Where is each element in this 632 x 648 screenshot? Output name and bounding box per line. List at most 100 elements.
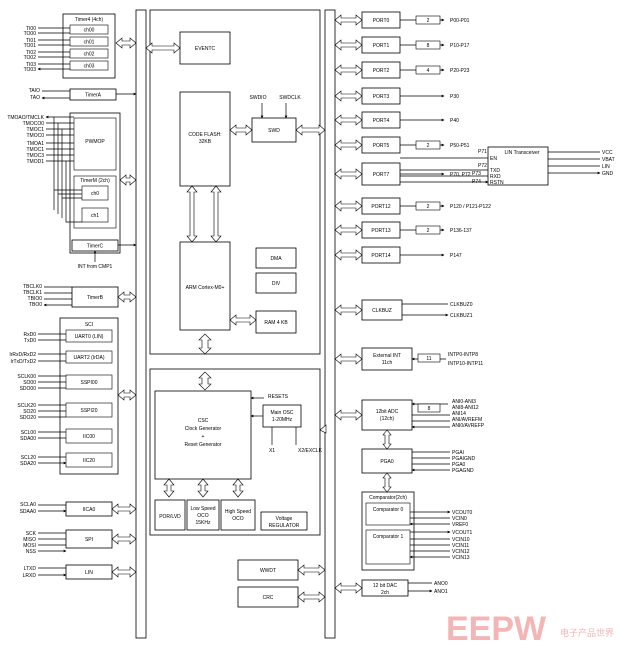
pin-vcin13: VCIN13 (452, 555, 470, 561)
port-pins: P147 (450, 253, 462, 259)
pin-vcin11: VCIN11 (452, 543, 469, 549)
pin-vcin10: VCIN10 (452, 537, 470, 543)
pin-tmoc1-b: TMOC1 (27, 147, 45, 153)
port-count: 2 (427, 143, 430, 149)
core-frame (149, 9, 321, 355)
p72-label: P72 (478, 163, 487, 169)
port-label: PORT4 (373, 118, 390, 124)
div-block (255, 272, 297, 294)
port-bus-arrow (334, 168, 363, 180)
port-count-box (415, 15, 441, 25)
spi-block: SPI SCK MISO MOSI NSS (23, 529, 137, 555)
pin-taio: TAIO (29, 88, 40, 94)
porlvd-block (154, 499, 186, 531)
iica0-block: IICA0 SCLA0 SDAA0 (20, 501, 137, 517)
pin-ani14: ANI14 (452, 411, 466, 417)
swd-label: SWD (268, 128, 280, 134)
timerb-block: TimerB TBCLK0 TBCLK1 TBIO0 TBO0 (23, 284, 137, 308)
watermark-cn: 电子产品世界 (560, 627, 614, 638)
timer4-ch02: ch02 (84, 52, 95, 58)
pin-sdaa0: SDAA0 (20, 509, 37, 515)
cpu-label: ARM Cortex-M0+ (186, 285, 225, 291)
vreg-block (260, 511, 308, 531)
lin-label: LIN (85, 570, 93, 576)
timer4-block: Timer4 (4ch) ch00 ch01 ch02 ch03 TI00 TO… (24, 13, 116, 79)
pin-to01: TO01 (24, 43, 37, 49)
pin-sda20: SDA20 (20, 461, 36, 467)
extint-ch: 11ch (382, 360, 393, 366)
csc-reset: Reset Generator (185, 442, 222, 448)
sci-uart0: UART0 (LIN) (75, 334, 104, 340)
pin-tbclk0: TBCLK0 (23, 284, 42, 290)
csc-label: CSC (198, 418, 209, 424)
port-label: PORT7 (373, 172, 390, 178)
pin-intp0-8: INTP0-INTP8 (448, 352, 478, 358)
pin-sclk00: SCLK00 (17, 374, 36, 380)
pin-avrefm: ANI/AVREFM (452, 417, 482, 423)
pin-tao: TAO (30, 95, 40, 101)
port-pins: P136-137 (450, 228, 472, 234)
pin-x1: X1 (269, 448, 275, 454)
pin-txd2: IrTxD/TxD2 (10, 359, 36, 365)
port-bus-arrow (334, 39, 363, 51)
sci-sspi20: SSPI20 (81, 408, 98, 414)
adc-ch: (12ch) (380, 416, 395, 422)
eventc-block (179, 31, 231, 65)
high-oco-block (220, 499, 256, 531)
timer4-title: Timer4 (4ch) (75, 17, 103, 23)
lin-transceiver-block: LIN Transceiver EN TXD RXD RSTN VCC VBAT… (400, 146, 615, 186)
pin-pgai: PGAI (452, 450, 464, 456)
port-label: PORT14 (371, 253, 391, 259)
pin-to02: TO02 (24, 55, 37, 61)
timerb-title: TimerB (87, 295, 104, 301)
pin-clkbuz1: CLKBUZ1 (450, 313, 473, 319)
pin-sda00: SDA00 (20, 436, 36, 442)
lin-in-en: EN (490, 156, 497, 162)
left-bus (135, 9, 147, 639)
timerc-title: TimerC (87, 244, 104, 250)
right-bus (324, 9, 336, 639)
port-bus-arrow (334, 90, 363, 102)
timer4-bus-arrow (115, 37, 137, 49)
ram-label: RAM 4 KB (264, 320, 288, 326)
dma-block (255, 247, 297, 269)
sci-title: SCI (85, 322, 93, 328)
pga-block: PGA0 PGAI PGAIGND PGA0 PGAGND (361, 429, 475, 474)
sci-sspi00: SSPI00 (81, 380, 98, 386)
code-flash-block (179, 91, 231, 187)
port-bus-arrow (334, 64, 363, 76)
port-label: PORT0 (373, 18, 390, 24)
clkbuz-label: CLKBUZ (372, 308, 392, 314)
pin-avrefp: ANI0/AVREFP (452, 423, 485, 429)
port-pins: P30 (450, 94, 459, 100)
pin-nss: NSS (26, 549, 37, 555)
pin-pga0: PGA0 (452, 462, 466, 468)
port-label: PORT1 (373, 43, 390, 49)
pin-swdio: SWDIO (250, 95, 267, 101)
pin-so00: SO00 (23, 380, 36, 386)
port-label: PORT13 (371, 228, 391, 234)
pin-pgaignd: PGAIGND (452, 456, 475, 462)
pin-tbio0: TBIO0 (28, 296, 43, 302)
extint-label: External INT (373, 353, 401, 359)
extint-count: 11 (426, 356, 431, 362)
pin-to03: TO03 (24, 67, 37, 73)
pin-tbclk1: TBCLK1 (23, 290, 42, 296)
pin-ani8-12: ANI8-ANI12 (452, 405, 479, 411)
pin-ti03: TI03 (26, 62, 36, 68)
timerm-title: TimerM (2ch) (80, 178, 110, 184)
port-pins: P10-P17 (450, 43, 470, 49)
pga-label: PGA0 (380, 459, 394, 465)
lin-out-vcc: VCC (602, 150, 613, 156)
port-count: 2 (427, 18, 430, 24)
timer4-ch01: ch01 (84, 40, 95, 46)
comparator-title: Comparator(2ch) (369, 495, 407, 501)
eventc-label: EVENTC (195, 46, 216, 52)
sci-block: SCI UART0 (LIN) UART2 (IrDA) SSPI00 SSPI… (9, 317, 137, 475)
timera-block: TimerA TAIO TAO (29, 88, 137, 101)
port-pins: P40 (450, 118, 459, 124)
p71-label: P71 (478, 149, 487, 155)
pin-lrxd: LRXD (23, 573, 37, 579)
port-label: PORT2 (373, 68, 390, 74)
pin-ani0-3: ANI0-ANI3 (452, 399, 476, 405)
